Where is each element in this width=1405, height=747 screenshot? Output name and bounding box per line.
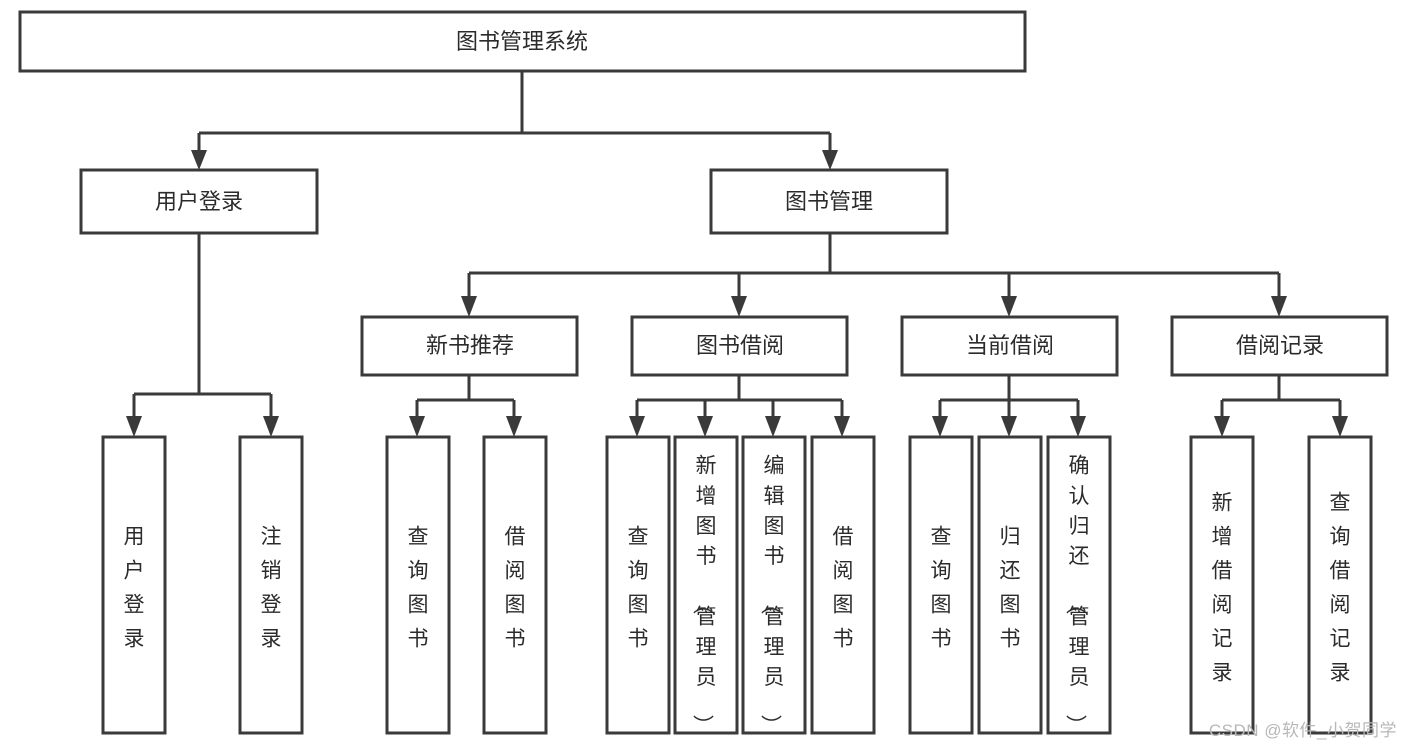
node-leaf-logout-login-box[interactable] <box>238 435 304 735</box>
node-leaf-return-book-label: 归还图书 <box>1000 526 1021 651</box>
node-book-borrow[interactable]: 图书借阅 <box>630 315 849 377</box>
node-leaf-query-book-3-box[interactable] <box>908 435 974 735</box>
arrow-bb-to-leaf2 <box>697 416 713 437</box>
node-leaf-return-book-box[interactable] <box>977 435 1043 735</box>
arrow-bm-to-current-borrow <box>1001 296 1017 317</box>
node-leaf-confirm-return[interactable]: 确认归还（管理员） <box>1046 435 1112 736</box>
node-leaf-user-login[interactable]: 用户登录 <box>101 435 167 735</box>
arrow-br-to-leaf1 <box>1214 416 1230 437</box>
node-leaf-user-login-box[interactable] <box>101 435 167 735</box>
arrow-bm-to-borrow-record <box>1271 296 1287 317</box>
node-root-box[interactable] <box>18 10 1027 73</box>
node-leaf-add-borrow-record-box[interactable] <box>1189 435 1255 735</box>
node-leaf-borrow-book-2-box[interactable] <box>810 435 876 735</box>
node-book-borrow-box[interactable] <box>630 315 849 377</box>
node-leaf-edit-book-label: 编辑图书（管理员） <box>759 455 785 736</box>
node-leaf-confirm-return-label: 确认归还（管理员） <box>1064 455 1090 736</box>
arrow-bb-to-leaf3 <box>765 416 781 437</box>
node-leaf-borrow-book-1[interactable]: 借阅图书 <box>482 435 548 735</box>
node-book-management[interactable]: 图书管理 <box>709 168 949 235</box>
node-leaf-query-book-1[interactable]: 查询图书 <box>385 435 451 735</box>
arrow-user-login-to-leaf2 <box>263 416 279 437</box>
node-root[interactable]: 图书管理系统 <box>18 10 1027 73</box>
node-leaf-add-book-box[interactable] <box>673 435 739 735</box>
node-leaf-add-book-label: 新增图书（管理员） <box>691 455 717 736</box>
node-leaf-borrow-book-2[interactable]: 借阅图书 <box>810 435 876 735</box>
node-leaf-query-book-2-box[interactable] <box>605 435 671 735</box>
node-user-login-label: 用户登录 <box>155 189 243 214</box>
node-leaf-borrow-book-1-box[interactable] <box>482 435 548 735</box>
node-leaf-return-book[interactable]: 归还图书 <box>977 435 1043 735</box>
node-current-borrow-label: 当前借阅 <box>966 333 1054 358</box>
arrow-cb-to-leaf3 <box>1070 416 1086 437</box>
node-root-label: 图书管理系统 <box>456 29 588 54</box>
node-current-borrow-box[interactable] <box>900 315 1119 377</box>
node-leaf-query-book-2[interactable]: 查询图书 <box>605 435 671 735</box>
node-leaf-add-borrow-record[interactable]: 新增借阅记录 <box>1189 435 1255 735</box>
node-leaf-query-book-3[interactable]: 查询图书 <box>908 435 974 735</box>
arrow-bm-to-book-borrow <box>731 296 747 317</box>
node-leaf-query-book-1-box[interactable] <box>385 435 451 735</box>
arrow-nbr-to-leaf2 <box>506 416 522 437</box>
arrow-br-to-leaf2 <box>1332 416 1348 437</box>
arrow-cb-to-leaf1 <box>932 416 948 437</box>
node-new-book-recommend[interactable]: 新书推荐 <box>360 315 579 377</box>
csdn-watermark: CSDN @软件_小贺同学 <box>1208 721 1397 740</box>
node-leaf-query-book-2-label: 查询图书 <box>628 526 649 651</box>
node-leaf-borrow-book-1-label: 借阅图书 <box>505 526 526 651</box>
node-leaf-logout-login-label: 注销登录 <box>261 526 282 651</box>
node-leaf-confirm-return-box[interactable] <box>1046 435 1112 735</box>
node-user-login[interactable]: 用户登录 <box>79 168 319 235</box>
node-book-management-box[interactable] <box>709 168 949 235</box>
arrow-bb-to-leaf1 <box>629 416 645 437</box>
node-book-borrow-label: 图书借阅 <box>696 333 784 358</box>
node-borrow-record-label: 借阅记录 <box>1236 333 1324 358</box>
node-leaf-edit-book[interactable]: 编辑图书（管理员） <box>741 435 807 736</box>
node-borrow-record-box[interactable] <box>1170 315 1389 377</box>
node-current-borrow[interactable]: 当前借阅 <box>900 315 1119 377</box>
node-leaf-add-borrow-record-label: 新增借阅记录 <box>1212 492 1233 685</box>
node-new-book-recommend-box[interactable] <box>360 315 579 377</box>
arrow-cb-to-leaf2 <box>1001 416 1017 437</box>
arrow-bb-to-leaf4 <box>834 416 850 437</box>
arrow-bm-to-new-book-recommend <box>461 296 477 317</box>
node-leaf-query-book-3-label: 查询图书 <box>931 526 952 651</box>
node-leaf-edit-book-box[interactable] <box>741 435 807 735</box>
node-leaf-logout-login[interactable]: 注销登录 <box>238 435 304 735</box>
node-leaf-query-borrow-record-label: 查询借阅记录 <box>1330 492 1351 685</box>
node-book-management-label: 图书管理 <box>785 189 873 214</box>
arrow-nbr-to-leaf1 <box>409 416 425 437</box>
arrow-user-login-to-leaf1 <box>126 416 142 437</box>
node-borrow-record[interactable]: 借阅记录 <box>1170 315 1389 377</box>
node-leaf-add-book[interactable]: 新增图书（管理员） <box>673 435 739 736</box>
node-leaf-query-borrow-record-box[interactable] <box>1307 435 1373 735</box>
node-leaf-query-book-1-label: 查询图书 <box>408 526 429 651</box>
node-leaf-borrow-book-2-label: 借阅图书 <box>833 526 854 651</box>
connector-layer <box>126 71 1348 437</box>
node-leaf-user-login-label: 用户登录 <box>124 526 145 651</box>
arrow-root-to-book-management <box>822 150 838 170</box>
node-leaf-query-borrow-record[interactable]: 查询借阅记录 <box>1307 435 1373 735</box>
arrow-root-to-user-login <box>191 150 207 170</box>
node-user-login-box[interactable] <box>79 168 319 235</box>
node-new-book-recommend-label: 新书推荐 <box>426 333 514 358</box>
